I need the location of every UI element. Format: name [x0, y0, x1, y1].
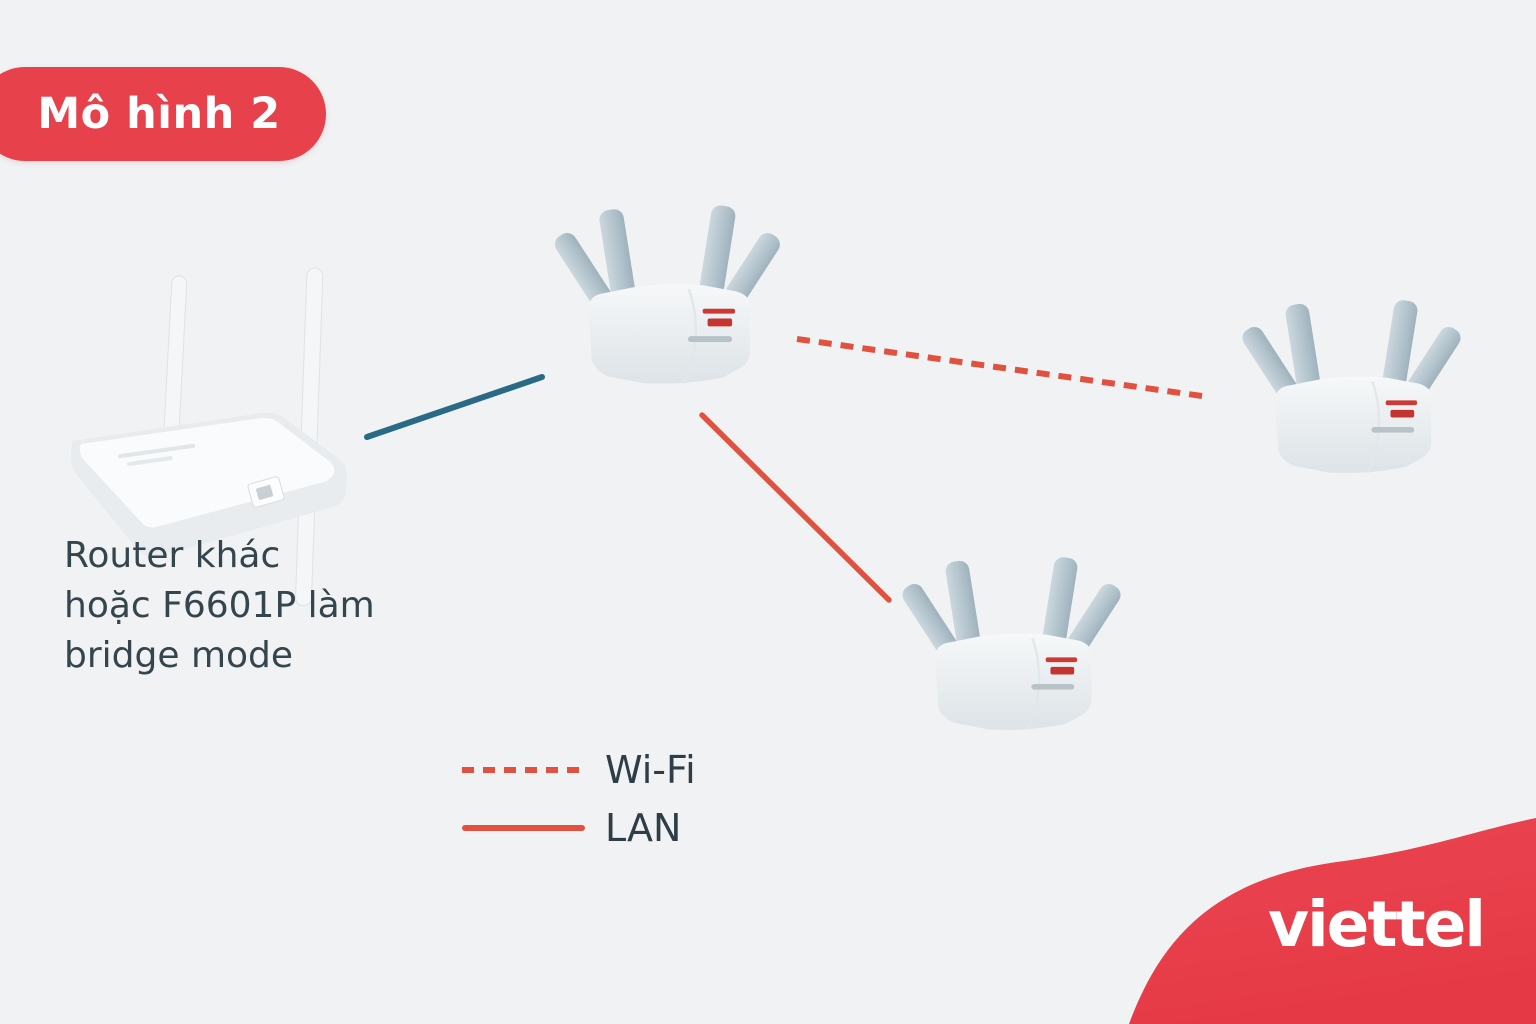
legend-item-wifi: Wi-Fi	[462, 748, 696, 792]
lan-legend-label: LAN	[605, 806, 682, 850]
mesh-router-bottom	[897, 554, 1126, 732]
model-badge: Mô hình 2	[0, 67, 326, 161]
router-top-label-marks	[117, 443, 196, 467]
router-lan-port	[247, 476, 285, 508]
source-router-illustration	[71, 267, 348, 607]
mesh-router-center	[549, 202, 785, 385]
caption-line-2: hoặc F6601P làm	[64, 585, 375, 626]
lan-solid-line-swatch	[462, 825, 585, 831]
viettel-logo: viettel	[1268, 888, 1486, 961]
mesh-router-right	[1237, 297, 1466, 475]
caption-line-1: Router khác	[64, 535, 281, 576]
legend: Wi-Fi LAN	[462, 748, 696, 850]
caption-line-3: bridge mode	[64, 635, 294, 676]
uplink-line-router-to-mesh	[364, 374, 545, 440]
wifi-legend-label: Wi-Fi	[605, 748, 696, 792]
legend-item-lan: LAN	[462, 806, 696, 850]
wifi-dashed-line-swatch	[462, 767, 585, 773]
router-top-face	[79, 417, 335, 528]
wifi-line-center-to-right	[796, 336, 1203, 399]
source-router-caption: Router khác hoặc F6601P làm bridge mode	[64, 531, 375, 681]
model-badge-label: Mô hình 2	[37, 89, 281, 139]
lan-line-center-to-bottom	[699, 412, 892, 603]
